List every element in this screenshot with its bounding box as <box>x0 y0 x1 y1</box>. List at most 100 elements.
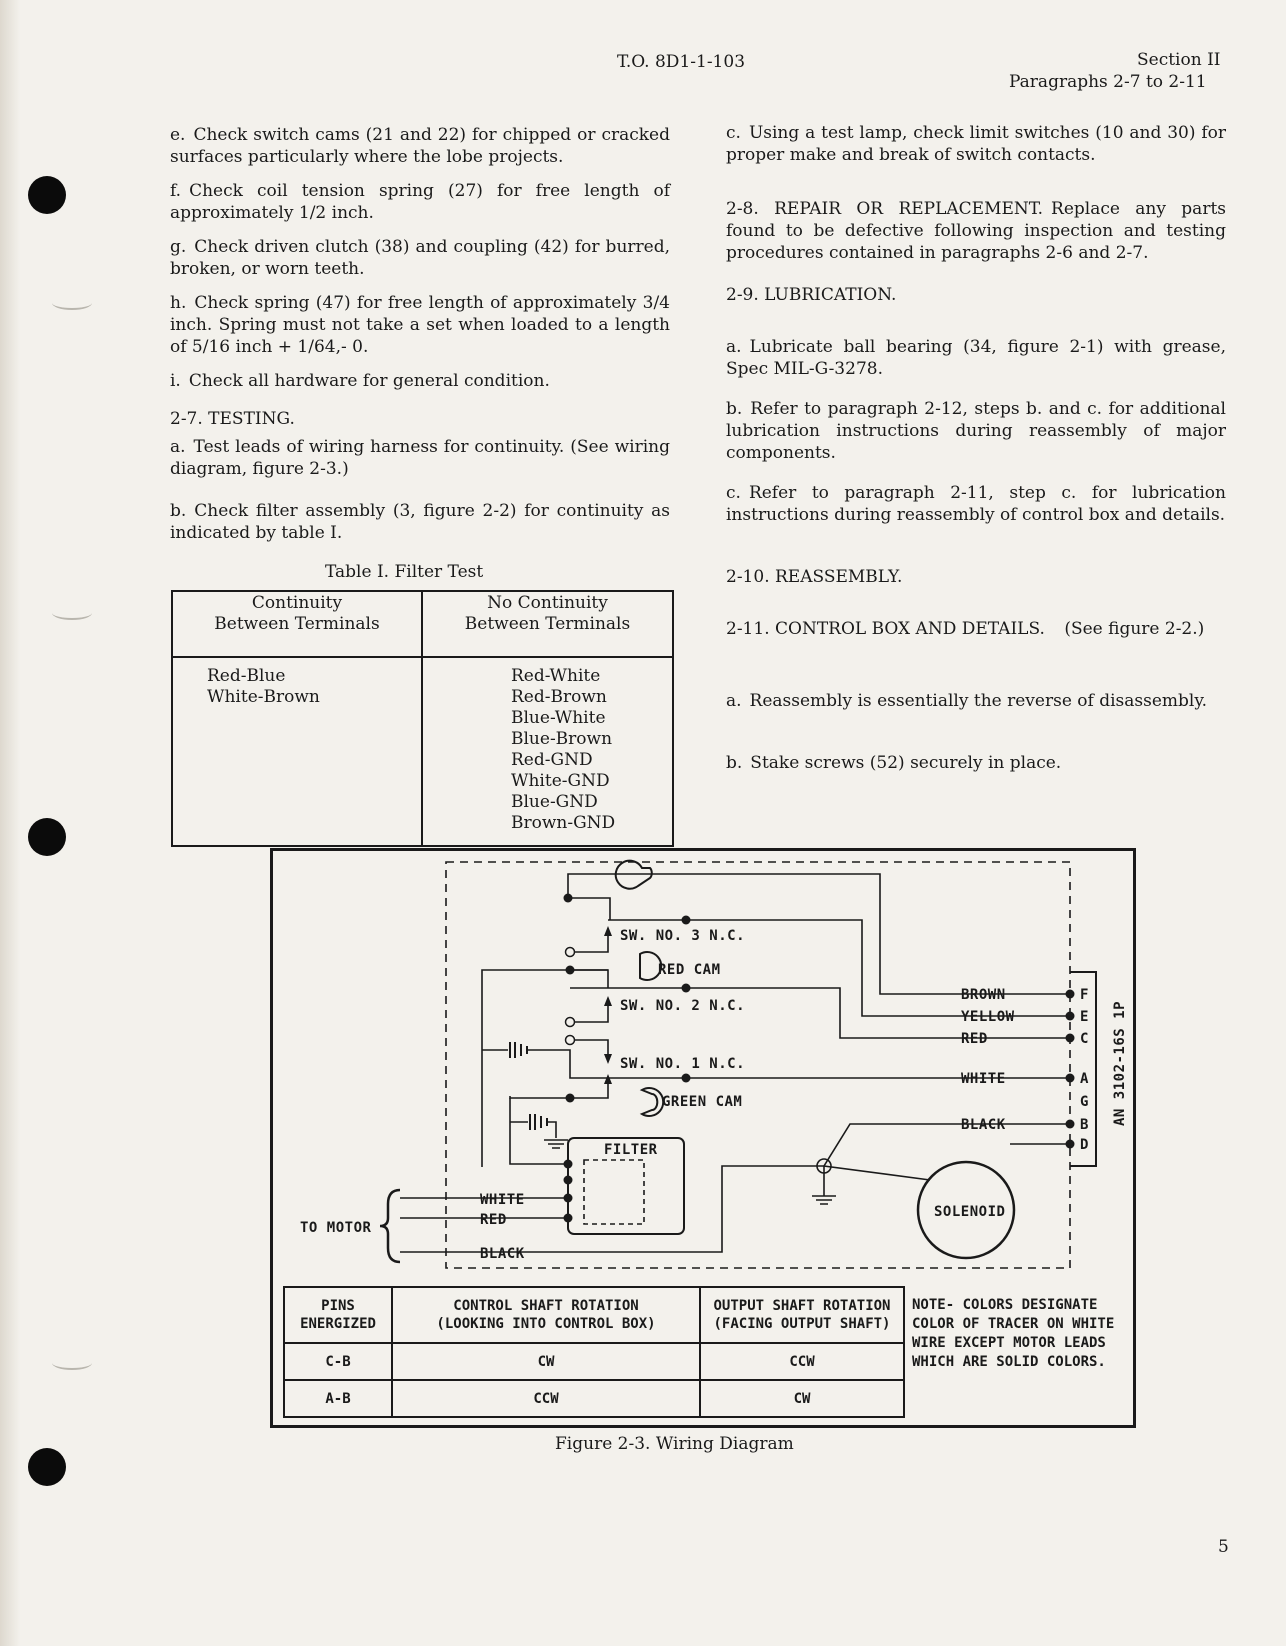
filter-terminal <box>563 1175 573 1185</box>
pin-label: C <box>1080 1031 1089 1047</box>
wire-brown <box>567 873 1070 995</box>
control-rotation-cell: CCW <box>391 1379 701 1418</box>
filter-label: FILTER <box>604 1142 658 1158</box>
control-box-heading: 2-11. CONTROL BOX AND DETAILS. <box>726 619 1045 639</box>
wiring-diagram-frame <box>270 848 1136 1428</box>
lubrication-heading: 2-9. LUBRICATION. <box>726 285 897 305</box>
control-box-reference: (See figure 2-2.) <box>1064 619 1205 639</box>
step-text: Refer to paragraph 2-12, steps b. and c.… <box>726 399 1226 463</box>
solenoid-label: SOLENOID <box>934 1204 1005 1220</box>
output-rotation-cell: CCW <box>699 1342 905 1381</box>
wire-label-black: BLACK <box>961 1117 1006 1133</box>
terminal-pair: Red-GND <box>511 750 593 770</box>
reassembly-heading: 2-10. REASSEMBLY. <box>726 567 903 587</box>
step-e: e.Check switch cams (21 and 22) for chip… <box>170 124 670 168</box>
motor-lead-black <box>400 1165 824 1253</box>
pin-label: G <box>1080 1094 1089 1110</box>
junction-dot <box>565 1093 575 1103</box>
pin-label: D <box>1080 1137 1089 1153</box>
switch-3-label: SW. NO. 3 N.C. <box>620 928 745 944</box>
step-h: h.Check spring (47) for free length of a… <box>170 292 670 358</box>
step-index: e. <box>170 125 186 145</box>
step-text: Check all hardware for general condition… <box>188 371 550 391</box>
ground-symbol <box>544 1139 568 1149</box>
testing-step-b: b.Check filter assembly (3, figure 2-2) … <box>170 500 670 544</box>
step-index: a. <box>170 437 186 457</box>
connector-pin-dot <box>1065 1119 1075 1129</box>
wire <box>509 1098 568 1165</box>
lubrication-step-a: a.Lubricate ball bearing (34, figure 2-1… <box>726 336 1226 380</box>
binder-hole <box>28 1448 66 1486</box>
junction-dot <box>563 893 573 903</box>
filter-terminal <box>563 1193 573 1203</box>
terminal-pair: Brown-GND <box>511 813 616 833</box>
motor-label-white: WHITE <box>480 1192 525 1208</box>
col-header-no-continuity: No Continuity Between Terminals <box>421 590 674 658</box>
step-f: f.Check coil tension spring (27) for fre… <box>170 180 670 224</box>
switch-2-contact <box>570 1004 609 1023</box>
open-contact <box>564 946 576 958</box>
wire <box>548 1121 557 1138</box>
repair-paragraph: 2-8. REPAIR OR REPLACEMENT.Replace any p… <box>726 198 1226 264</box>
step-index: c. <box>726 483 741 503</box>
step-text: Using a test lamp, check limit switches … <box>726 123 1226 165</box>
header-line: PINS <box>321 1298 355 1314</box>
terminal-pair: Blue-GND <box>511 792 598 812</box>
switch-1-label: SW. NO. 1 N.C. <box>620 1056 745 1072</box>
terminal-pair: Red-Brown <box>511 687 607 707</box>
connector-pin-dot <box>1065 1033 1075 1043</box>
junction-dot <box>681 983 691 993</box>
open-contact <box>564 1034 576 1046</box>
page-mark <box>52 296 92 310</box>
page-mark <box>52 1356 92 1370</box>
header-line: (FACING OUTPUT SHAFT) <box>713 1316 891 1332</box>
connector-pin-dot <box>1065 1011 1075 1021</box>
connector-label: AN 3102-16S 1P <box>1112 1001 1128 1126</box>
cam-symbol <box>614 859 653 890</box>
terminal-pair: White-Brown <box>207 687 320 707</box>
step-index: c. <box>726 123 741 143</box>
filter-test-table: Continuity Between Terminals No Continui… <box>171 590 674 847</box>
filter-terminal <box>563 1159 573 1169</box>
step-index: b. <box>170 501 187 521</box>
header-line: Continuity <box>251 593 343 613</box>
no-continuity-cell: Red-White Red-Brown Blue-White Blue-Brow… <box>421 656 674 847</box>
table-row: C-B CW CCW <box>283 1342 905 1381</box>
repair-text: Replace any parts found to be defective … <box>726 199 1226 263</box>
motor-label-black: BLACK <box>480 1246 525 1262</box>
table-caption: Table I. Filter Test <box>325 562 484 582</box>
page-edge <box>0 0 20 1646</box>
rotation-header-row: PINS ENERGIZED CONTROL SHAFT ROTATION (L… <box>283 1286 905 1344</box>
motor-label-red: RED <box>480 1212 507 1228</box>
pins-cell: C-B <box>283 1342 393 1381</box>
step-index: b. <box>726 753 743 773</box>
output-rotation-cell: CW <box>699 1379 905 1418</box>
table-row: A-B CCW CW <box>283 1379 905 1418</box>
wire <box>509 1082 609 1099</box>
pins-energized-header: PINS ENERGIZED <box>283 1286 393 1344</box>
step-i: i.Check all hardware for general conditi… <box>170 370 670 392</box>
step-text: Test leads of wiring harness for continu… <box>170 437 670 479</box>
wire <box>481 969 609 1167</box>
pins-cell: A-B <box>283 1379 393 1418</box>
control-box-heading-block: 2-11. CONTROL BOX AND DETAILS. (See figu… <box>726 618 1226 640</box>
step-g: g.Check driven clutch (38) and coupling … <box>170 236 670 280</box>
section-label: Section II <box>1137 50 1221 70</box>
wire <box>568 897 611 920</box>
doc-number: T.O. 8D1-1-103 <box>617 52 746 72</box>
paragraph-range: Paragraphs 2-7 to 2-11 <box>1009 72 1207 92</box>
filter-terminal <box>563 1213 573 1223</box>
control-shaft-header: CONTROL SHAFT ROTATION (LOOKING INTO CON… <box>391 1286 701 1344</box>
reassembly-step-a: a.Reassembly is essentially the reverse … <box>726 690 1226 712</box>
reassembly-step-b: b. Stake screws (52) securely in place. <box>726 752 1226 774</box>
junction-dot <box>565 965 575 975</box>
step-index: a. <box>726 337 742 357</box>
step-text: Stake screws (52) securely in place. <box>750 753 1062 773</box>
testing-step-c: c.Using a test lamp, check limit switche… <box>726 122 1226 166</box>
step-text: Check switch cams (21 and 22) for chippe… <box>170 125 670 167</box>
lubrication-step-b: b.Refer to paragraph 2-12, steps b. and … <box>726 398 1226 464</box>
switch-1-contact <box>570 1039 609 1058</box>
filter-inner <box>583 1159 645 1225</box>
repair-heading: 2-8. REPAIR OR REPLACEMENT. <box>726 199 1044 219</box>
step-text: Lubricate ball bearing (34, figure 2-1) … <box>726 337 1226 379</box>
